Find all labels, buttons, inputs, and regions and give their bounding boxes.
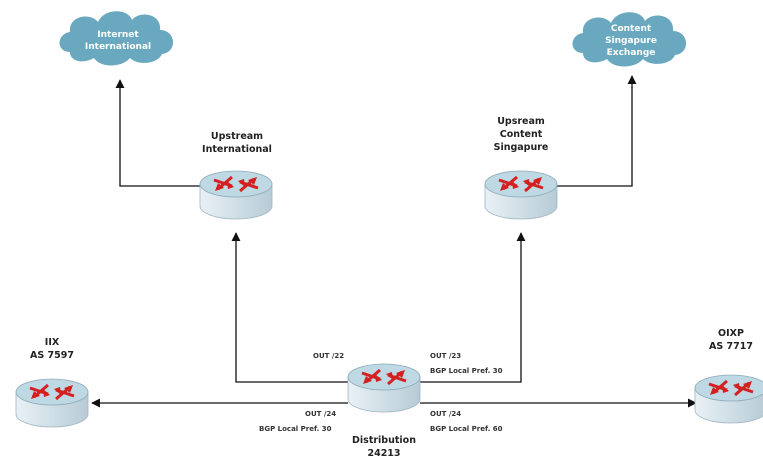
router-iix-label-1: IIX <box>45 337 60 348</box>
router-upstream-intl-label-2: International <box>202 144 272 155</box>
link-upstream-intl-to-internet <box>115 79 202 187</box>
router-upstream-content-label-1: Upsream <box>497 116 545 127</box>
router-distribution-label-1: Distribution <box>352 435 416 446</box>
connection-lines <box>91 75 697 408</box>
router-upstream-content-label-2: Content <box>500 129 543 140</box>
router-upstream-intl-label-1: Upstream <box>211 131 263 142</box>
label-pref-30-right: BGP Local Pref. 30 <box>430 367 503 375</box>
router-distribution: Distribution 24213 <box>346 362 422 459</box>
router-upstream-content-singapure: Upsream Content Singapure <box>483 116 559 221</box>
cloud-internet-label-1: Internet <box>97 30 139 40</box>
link-upstream-content-to-cloud <box>556 75 637 187</box>
label-pref-60: BGP Local Pref. 60 <box>430 425 503 433</box>
cloud-content-label-2: Singapure <box>605 36 657 46</box>
label-pref-30-left: BGP Local Pref. 30 <box>259 425 332 433</box>
label-out-23: OUT /23 <box>430 352 461 360</box>
label-out-24-right: OUT /24 <box>430 410 461 418</box>
cloud-content-singapure-exchange: Content Singapure Exchange <box>572 12 687 67</box>
link-distribution-to-upstream-intl <box>231 232 348 383</box>
router-iix: IIX AS 7597 <box>14 337 90 429</box>
cloud-content-label-3: Exchange <box>607 48 656 58</box>
router-upstream-content-label-3: Singapure <box>494 142 549 153</box>
router-oixp-label-2: AS 7717 <box>709 341 753 352</box>
router-oixp: OIXP AS 7717 <box>693 328 763 425</box>
router-upstream-international: Upstream International <box>198 131 274 221</box>
link-distribution-to-upstream-content <box>420 232 526 383</box>
label-out-24-left: OUT /24 <box>305 410 336 418</box>
router-distribution-label-2: 24213 <box>367 448 400 459</box>
router-oixp-label-1: OIXP <box>718 328 744 339</box>
router-iix-label-2: AS 7597 <box>30 350 74 361</box>
cloud-internet-label-2: International <box>85 42 151 52</box>
cloud-content-label-1: Content <box>611 24 652 34</box>
label-out-22: OUT /22 <box>313 352 344 360</box>
cloud-internet-international: Internet International <box>59 11 174 66</box>
